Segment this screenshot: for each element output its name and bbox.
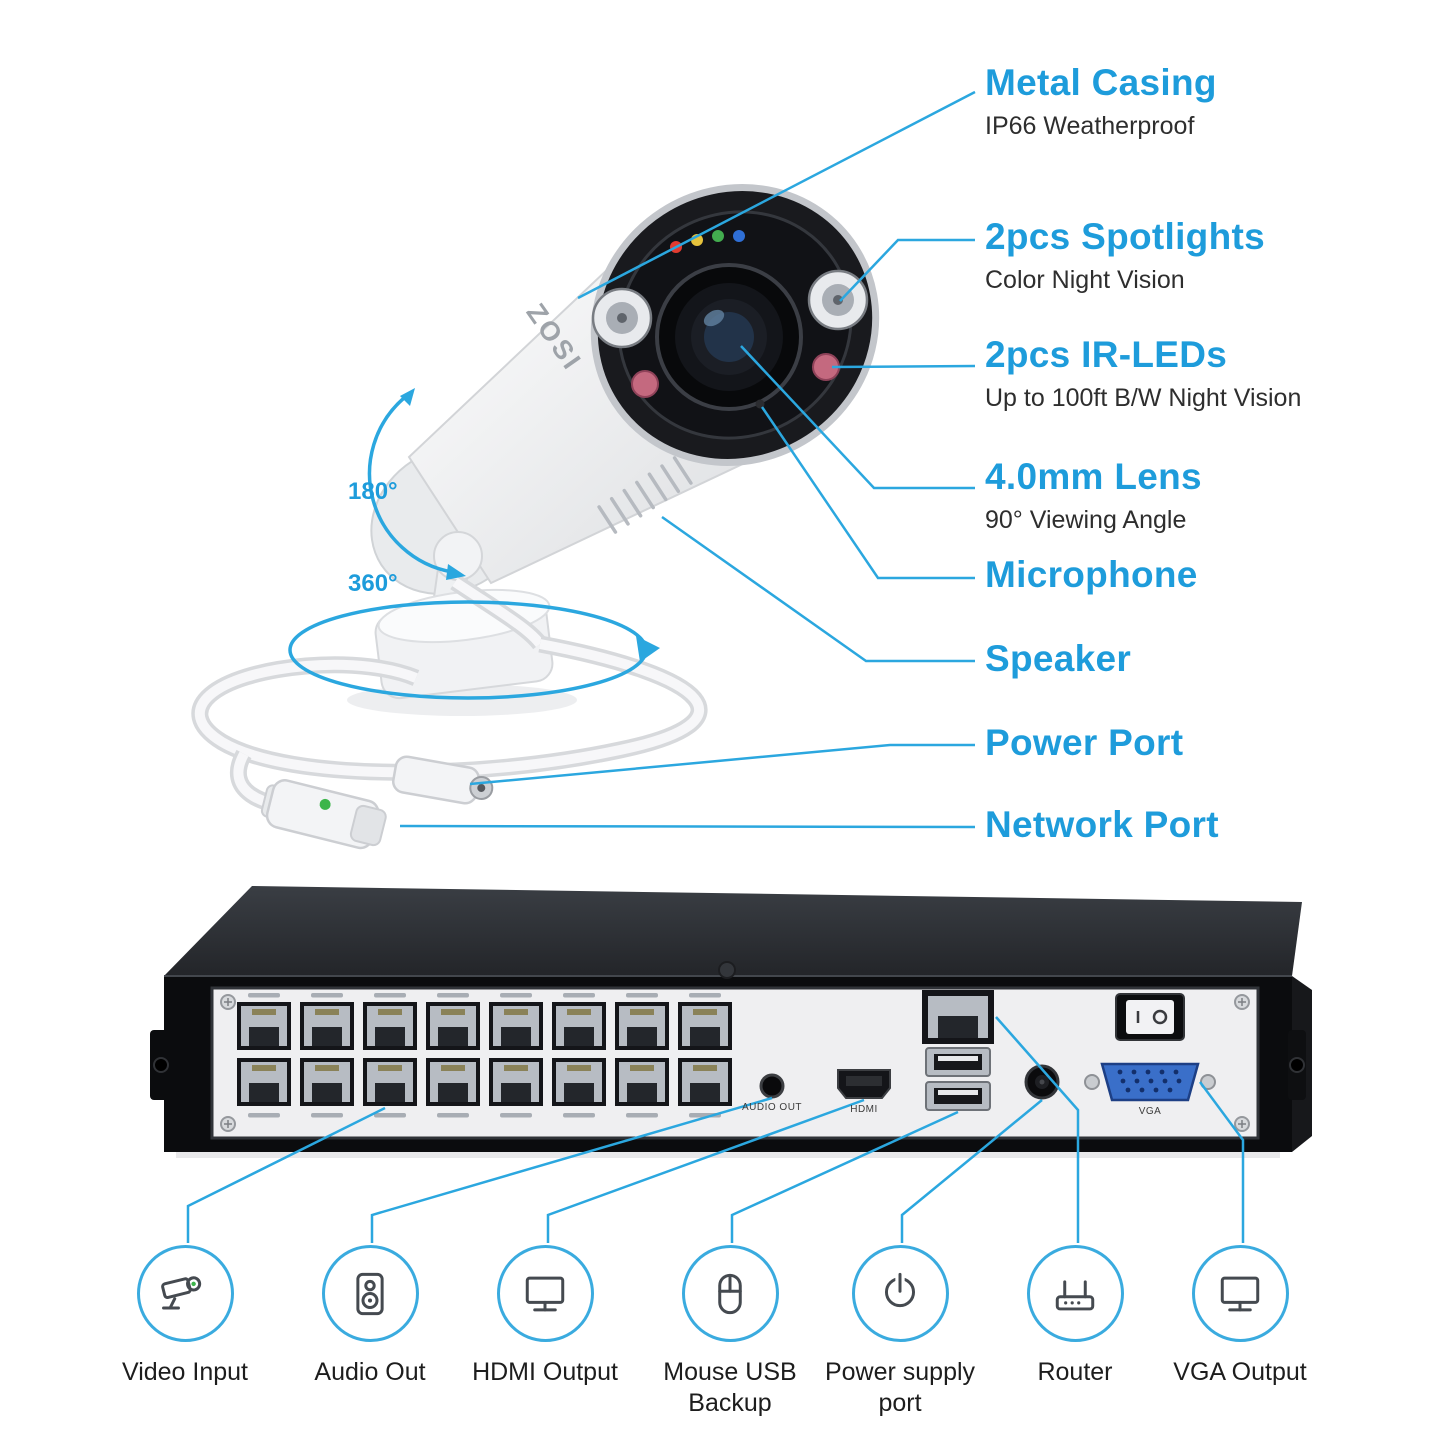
bottom-port-video-input: Video Input <box>90 1245 280 1388</box>
tilt-arrow-180 <box>367 388 466 580</box>
usb-port-1 <box>925 1047 991 1077</box>
line-audio-out <box>370 1096 773 1243</box>
line-lens <box>740 345 975 490</box>
bottom-port-hdmi-output: HDMI Output <box>450 1245 640 1388</box>
spotlight-left <box>591 287 653 349</box>
line-hdmi-output <box>546 1098 865 1243</box>
callout-subtitle: IP66 Weatherproof <box>985 111 1195 140</box>
mouse-icon <box>718 1273 742 1314</box>
port-label: HDMI Output <box>472 1358 618 1386</box>
camera-icon <box>161 1275 202 1309</box>
ir-led-left <box>631 370 659 398</box>
vga-port-label: VGA <box>1138 1106 1162 1117</box>
usb-port-2 <box>925 1081 991 1111</box>
callout-spotlights: 2pcs Spotlights Color Night Vision <box>985 216 1435 295</box>
ethernet-port <box>922 990 994 1044</box>
hdmi-output-circle <box>496 1245 594 1342</box>
line-speaker <box>661 515 975 663</box>
callout-subtitle: Up to 100ft B/W Night Vision <box>985 383 1302 412</box>
callout-title: Metal Casing <box>985 62 1217 103</box>
callout-title: 2pcs Spotlights <box>985 216 1265 257</box>
router-icon <box>1055 1279 1095 1310</box>
speaker-icon <box>356 1272 384 1315</box>
spotlight-right <box>807 269 869 331</box>
line-power-supply <box>900 1099 1043 1243</box>
port-label: Power supply port <box>824 1358 976 1418</box>
hdmi-port-label: HDMI <box>850 1104 878 1115</box>
power-switch <box>1115 993 1185 1041</box>
line-network-port <box>399 824 976 829</box>
callout-title: Speaker <box>985 638 1132 679</box>
callout-ir-leds: 2pcs IR-LEDs Up to 100ft B/W Night Visio… <box>985 334 1435 413</box>
line-spotlights <box>839 238 975 302</box>
port-label: Mouse USB Backup <box>663 1358 797 1418</box>
power-supply-circle <box>851 1245 949 1342</box>
video-input-circle <box>136 1245 234 1342</box>
line-metal-casing <box>577 90 976 300</box>
callout-title: Microphone <box>985 554 1198 595</box>
port-label: Video Input <box>121 1358 249 1386</box>
line-power-port <box>469 743 975 786</box>
microphone-hole <box>755 399 765 409</box>
pan-arrow-360 <box>288 600 660 700</box>
mouse-usb-circle <box>681 1245 779 1342</box>
monitor-icon <box>1220 1276 1260 1311</box>
port-label: Audio Out <box>314 1358 426 1386</box>
pan-angle-label: 360° <box>348 570 398 597</box>
callout-subtitle: 90° Viewing Angle <box>985 505 1187 534</box>
callout-lens: 4.0mm Lens 90° Viewing Angle <box>985 456 1435 535</box>
line-video-input <box>186 1106 386 1243</box>
callout-title: Power Port <box>985 722 1184 763</box>
line-vga-output <box>1198 1081 1245 1243</box>
hdmi-port <box>837 1069 891 1099</box>
dc-power-jack <box>1024 1064 1060 1100</box>
callout-network-port: Network Port <box>985 804 1435 845</box>
poe-ports <box>237 993 732 1118</box>
line-router <box>995 1016 1080 1243</box>
audio-out-jack <box>759 1073 785 1099</box>
bottom-port-mouse-usb: Mouse USB Backup <box>635 1245 825 1420</box>
line-mouse-usb <box>730 1110 959 1243</box>
line-ir-leds <box>831 364 976 369</box>
tilt-angle-label: 180° <box>348 478 398 505</box>
bottom-port-router: Router <box>980 1245 1170 1388</box>
callout-power-port: Power Port <box>985 722 1435 763</box>
callout-title: 2pcs IR-LEDs <box>985 334 1228 375</box>
callout-title: Network Port <box>985 804 1219 845</box>
callout-lines <box>399 90 976 829</box>
callout-metal-casing: Metal Casing IP66 Weatherproof <box>985 62 1435 141</box>
bottom-port-audio-out: Audio Out <box>275 1245 465 1388</box>
callout-speaker: Speaker <box>985 638 1435 679</box>
bottom-port-power-supply: Power supply port <box>805 1245 995 1420</box>
port-label: VGA Output <box>1173 1358 1307 1386</box>
network-connector <box>260 779 387 850</box>
bottom-port-vga-output: VGA Output <box>1145 1245 1335 1388</box>
callout-subtitle: Color Night Vision <box>985 265 1185 294</box>
line-microphone <box>760 406 975 580</box>
nvr-illustration <box>150 886 1312 1158</box>
vga-output-circle <box>1191 1245 1289 1342</box>
speaker-grille <box>597 456 693 534</box>
callout-title: 4.0mm Lens <box>985 456 1202 497</box>
audio-out-port-label: AUDIO OUT <box>741 1102 803 1113</box>
port-label: Router <box>1037 1358 1113 1386</box>
router-circle <box>1026 1245 1124 1342</box>
nvr-top-face <box>164 886 1302 976</box>
audio-out-circle <box>321 1245 419 1342</box>
callout-microphone: Microphone <box>985 554 1435 595</box>
monitor-icon <box>525 1276 565 1311</box>
bottom-connector-lines <box>186 1016 1245 1243</box>
power-icon <box>884 1272 916 1307</box>
vga-port <box>1084 1062 1216 1102</box>
